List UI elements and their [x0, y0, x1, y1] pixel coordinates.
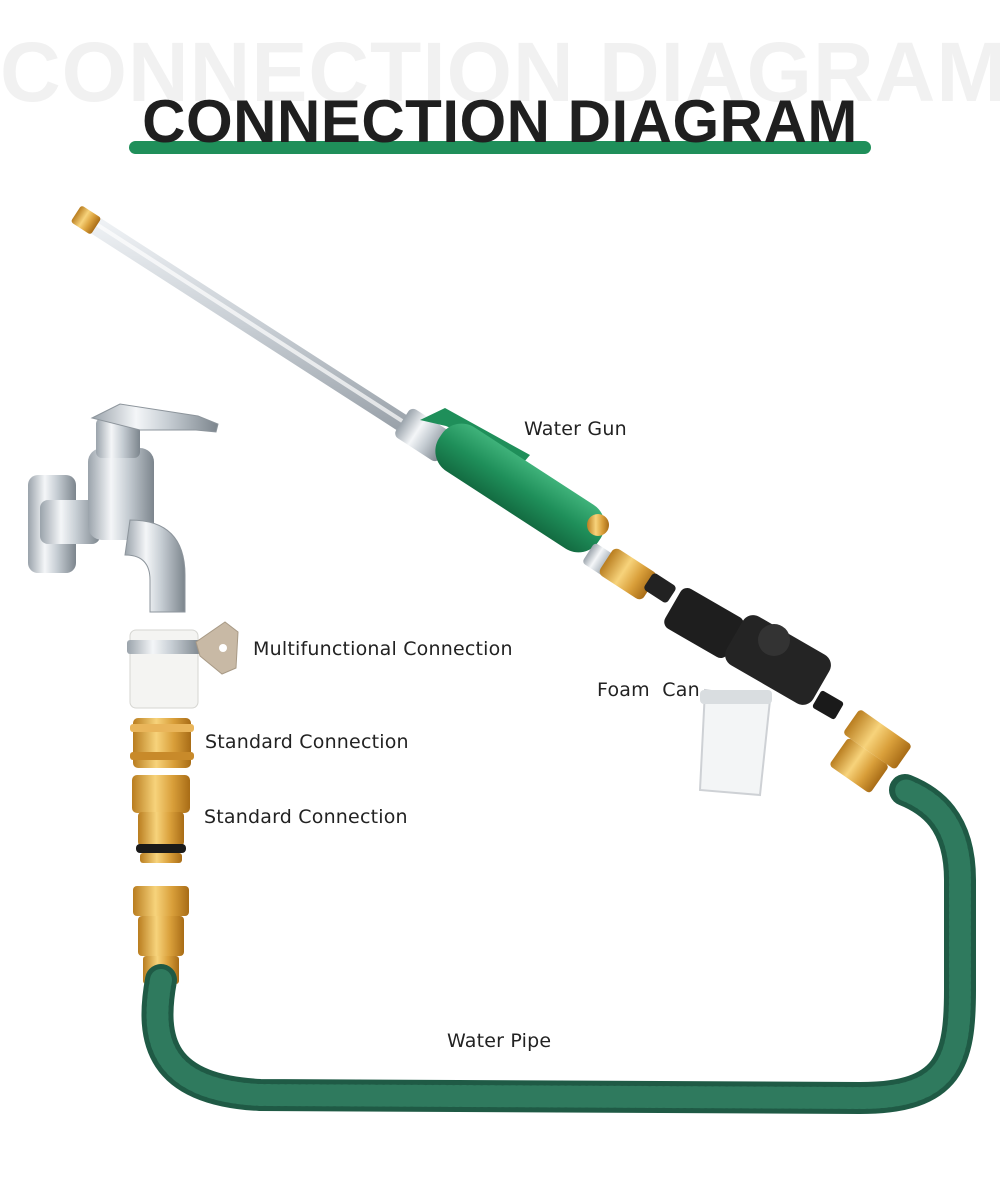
label-foam-can: Foam Can [597, 679, 700, 701]
title-watermark: CONNECTION DIAGRAM [0, 25, 1000, 119]
label-water-pipe: Water Pipe [447, 1030, 552, 1052]
standard-connector-2 [132, 775, 190, 863]
multifunctional-connector [127, 621, 239, 709]
label-standard-connection-1: Standard Connection [205, 731, 409, 753]
title-underline [129, 141, 871, 154]
label-water-gun: Water Gun [524, 418, 627, 440]
faucet [28, 403, 219, 613]
water-gun [71, 206, 676, 603]
standard-connector-1 [130, 718, 194, 768]
page-title: CONNECTION DIAGRAM [142, 88, 858, 155]
label-standard-connection-2: Standard Connection [204, 806, 408, 828]
label-multifunctional-connection: Multifunctional Connection [253, 638, 513, 660]
water-pipe [141, 774, 976, 1115]
foam-can [664, 588, 844, 797]
hose-connector-right [830, 710, 911, 793]
title-wrap: CONNECTION DIAGRAM [0, 92, 1000, 152]
